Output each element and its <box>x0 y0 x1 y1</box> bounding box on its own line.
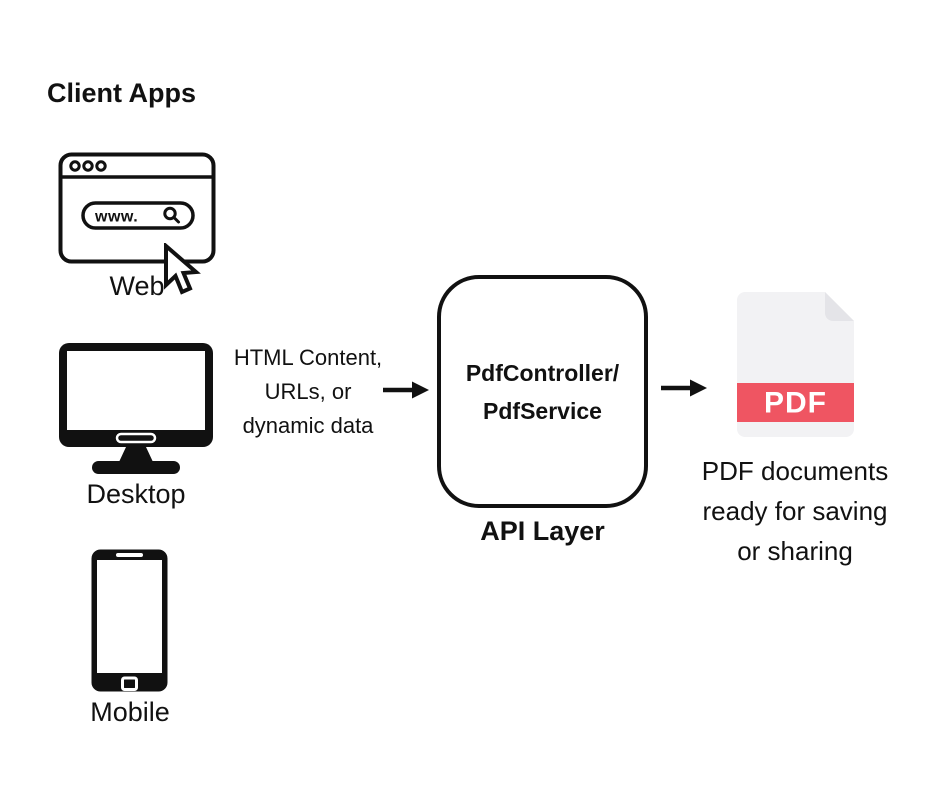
api-box-title-line1: PdfController/ <box>465 359 620 386</box>
web-browser-icon: www. <box>58 152 216 264</box>
api-layer-box: PdfController/ PdfService <box>437 275 648 508</box>
browser-window-dots-icon <box>69 160 107 172</box>
desktop-icon <box>59 343 213 474</box>
output-description-line: ready for saving <box>702 496 888 526</box>
address-bar <box>81 201 195 230</box>
desktop-label: Desktop <box>86 479 186 509</box>
client-apps-heading: Client Apps <box>47 78 197 108</box>
output-description-line: PDF documents <box>701 456 889 486</box>
pdf-file-icon: PDF <box>737 292 854 437</box>
pdf-badge-text: PDF <box>764 387 827 420</box>
input-description: HTML Content, URLs, or dynamic data <box>216 341 400 443</box>
input-description-line: dynamic data <box>242 413 374 438</box>
input-description-line: URLs, or <box>264 379 352 404</box>
output-description: PDF documents ready for saving or sharin… <box>675 451 915 571</box>
api-box-title-line2: PdfService <box>483 397 602 424</box>
api-layer-caption: API Layer <box>480 516 605 546</box>
input-description-line: HTML Content, <box>233 345 383 370</box>
search-icon <box>163 206 180 224</box>
mobile-icon <box>91 549 168 692</box>
mouse-cursor-icon <box>164 243 201 295</box>
output-description-line: or sharing <box>737 536 853 566</box>
arrow-right-icon <box>661 379 707 397</box>
arrow-right-icon <box>383 381 429 399</box>
folded-corner <box>825 292 854 321</box>
mobile-label: Mobile <box>90 697 170 727</box>
pdf-badge-band <box>737 383 854 422</box>
web-label: Web <box>109 271 165 301</box>
address-bar-text: www. <box>94 209 138 226</box>
